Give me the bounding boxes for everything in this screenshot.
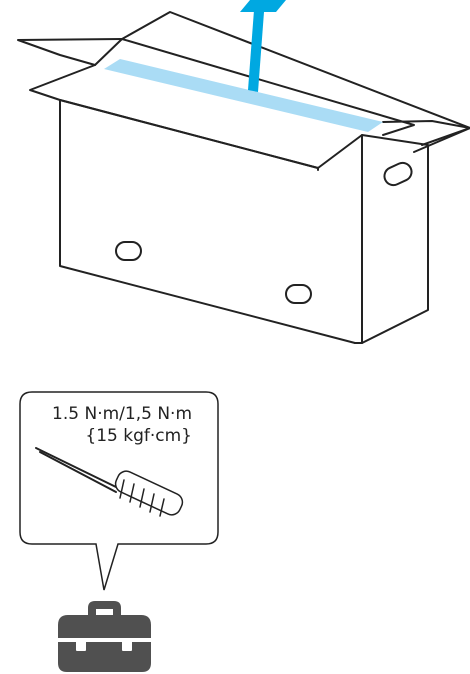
box-left-flap: [17, 38, 123, 66]
box-front-left-flap: [29, 64, 96, 101]
tv-shipping-box-icon: [17, 11, 470, 344]
torque-value-kgf: {15 kgf·cm}: [85, 426, 192, 446]
toolbox-icon: [58, 601, 151, 672]
box-front-face: [59, 99, 356, 344]
screwdriver-icon: [35, 447, 184, 517]
lift-up-arrow-icon: [240, 0, 286, 92]
torque-value-metric: 1.5 N·m/1,5 N·m: [52, 404, 192, 424]
box-handle-front-right: [285, 284, 312, 304]
box-right-side: [361, 134, 429, 344]
tv-panel-icon: [104, 59, 383, 132]
box-right-flap: [382, 120, 470, 146]
box-back-flap: [121, 11, 470, 153]
box-handle-side: [383, 161, 413, 187]
box-top-front-edge: [59, 99, 363, 169]
box-opening: [94, 38, 415, 136]
box-handle-front-left: [115, 241, 142, 261]
